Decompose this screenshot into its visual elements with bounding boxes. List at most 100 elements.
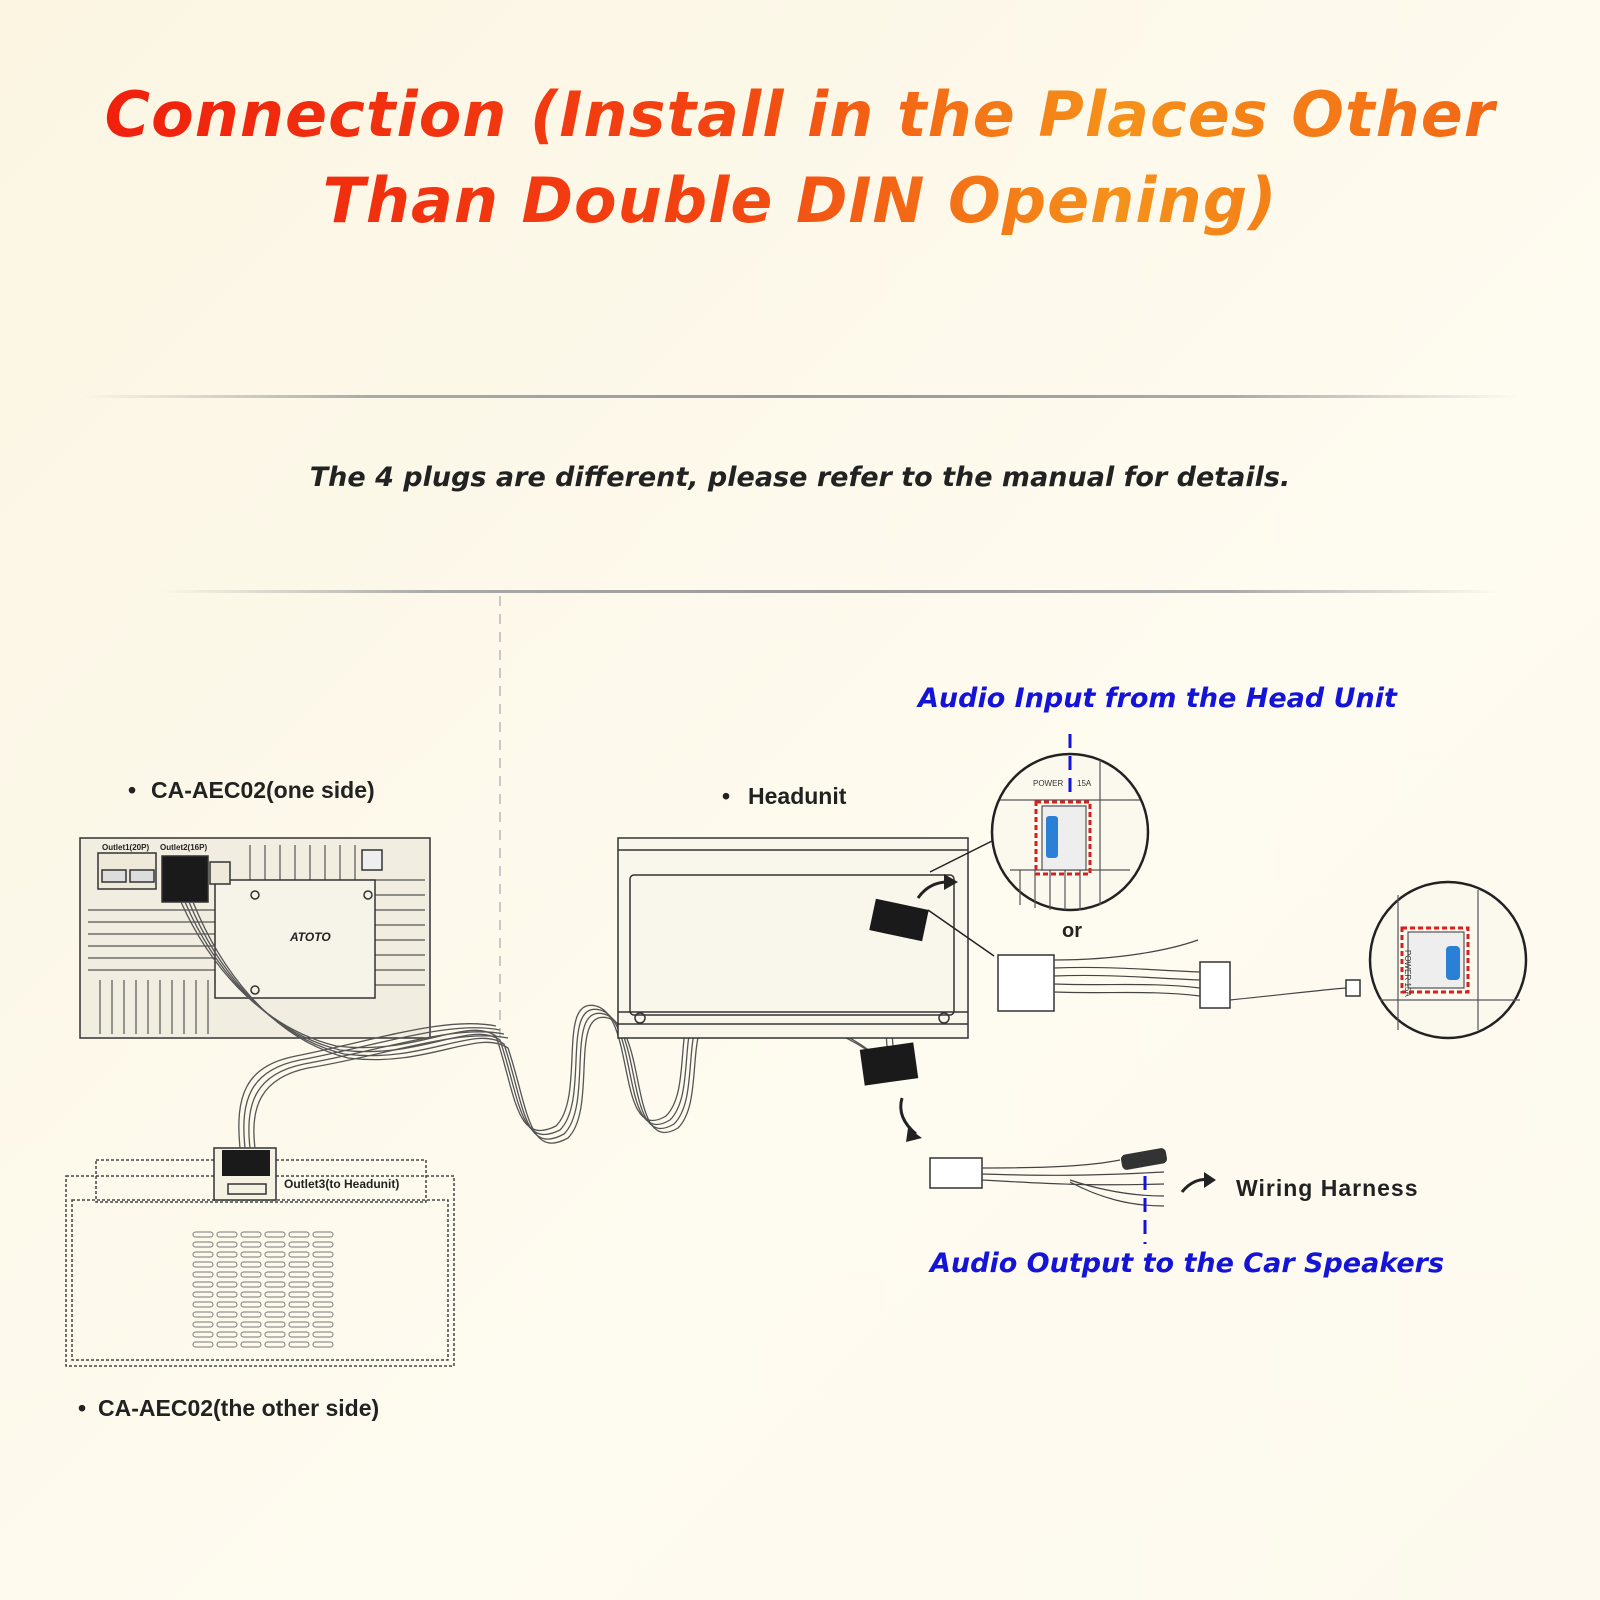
label-outlet1: Outlet1(20P) (102, 843, 150, 852)
vent-slot (192, 1261, 214, 1268)
vent-slot (312, 1291, 334, 1298)
vent-grid (192, 1231, 334, 1348)
vent-slot (216, 1231, 238, 1238)
vent-slot (240, 1301, 262, 1308)
vent-slot (264, 1281, 286, 1288)
vent-slot (288, 1321, 310, 1328)
vent-slot (288, 1281, 310, 1288)
vent-slot (192, 1321, 214, 1328)
vent-slot (216, 1241, 238, 1248)
vent-slot (216, 1271, 238, 1278)
outlet3-connector (213, 1147, 277, 1201)
vent-slot (312, 1341, 334, 1348)
vent-slot (240, 1251, 262, 1258)
label-power-vertical: POWER 15A (1403, 950, 1412, 997)
vent-slot (216, 1331, 238, 1338)
vent-slot (312, 1301, 334, 1308)
vent-slot (288, 1231, 310, 1238)
label-outlet2: Outlet2(16P) (160, 843, 208, 852)
callout-lines (1068, 734, 1147, 1244)
page-title-line1: Connection (Install in the Places Other (0, 72, 1600, 158)
label-headunit: Headunit (748, 783, 847, 809)
vent-slot (264, 1311, 286, 1318)
page-title-line2: Than Double DIN Opening) (0, 158, 1600, 244)
vent-slot (192, 1241, 214, 1248)
vent-slot (240, 1311, 262, 1318)
vent-slot (240, 1241, 262, 1248)
vent-slot (312, 1311, 334, 1318)
divider-top (80, 395, 1520, 398)
magnifier-socket-1 (990, 752, 1150, 912)
label-fuse: 15A (1077, 779, 1092, 788)
vent-slot (312, 1321, 334, 1328)
brand-logo: ATOTO (290, 930, 331, 944)
vent-slot (240, 1331, 262, 1338)
vent-slot (240, 1271, 262, 1278)
vent-slot (216, 1321, 238, 1328)
vent-slot (264, 1271, 286, 1278)
vent-slot (192, 1271, 214, 1278)
vent-slot (240, 1261, 262, 1268)
vent-slot (264, 1331, 286, 1338)
vent-slot (288, 1331, 310, 1338)
vent-slot (288, 1251, 310, 1258)
vent-slot (264, 1251, 286, 1258)
vent-slot (216, 1281, 238, 1288)
vent-slot (312, 1271, 334, 1278)
alt-harness (997, 939, 1361, 1012)
vent-slot (216, 1301, 238, 1308)
vent-slot (312, 1331, 334, 1338)
headunit-plug-bottom (859, 1042, 919, 1086)
magnifier-socket-2 (1368, 880, 1528, 1040)
bullet-other-side: • (78, 1395, 87, 1421)
vent-slot (264, 1341, 286, 1348)
vent-slot (288, 1311, 310, 1318)
vent-slot (288, 1301, 310, 1308)
label-or: or (1062, 920, 1082, 942)
bullet-one-side: • (128, 777, 137, 803)
vent-slot (312, 1241, 334, 1248)
label-power: POWER (1033, 779, 1064, 788)
vent-slot (192, 1341, 214, 1348)
label-outlet3: Outlet3(to Headunit) (284, 1177, 400, 1191)
divider-bottom (160, 590, 1500, 593)
amplifier-one-side (79, 837, 431, 1039)
vent-slot (264, 1291, 286, 1298)
vent-slot (240, 1281, 262, 1288)
instruction-note: The 4 plugs are different, please refer … (309, 462, 1291, 493)
vent-slot (264, 1241, 286, 1248)
vent-slot (216, 1251, 238, 1258)
vent-slot (264, 1231, 286, 1238)
vent-slot (192, 1231, 214, 1238)
vent-slot (312, 1251, 334, 1258)
vent-slot (312, 1261, 334, 1268)
vent-slot (240, 1341, 262, 1348)
vent-slot (216, 1311, 238, 1318)
vent-slot (264, 1321, 286, 1328)
vent-slot (288, 1241, 310, 1248)
label-wiring-harness: Wiring Harness (1236, 1175, 1419, 1201)
vent-slot (312, 1231, 334, 1238)
vent-slot (216, 1341, 238, 1348)
vent-slot (288, 1291, 310, 1298)
vent-slot (288, 1341, 310, 1348)
callout-audio-output: Audio Output to the Car Speakers (930, 1248, 1445, 1279)
wiring-harness (929, 1148, 1167, 1207)
label-one-side: CA-AEC02(one side) (151, 777, 375, 803)
vent-slot (288, 1271, 310, 1278)
vent-slot (240, 1231, 262, 1238)
vent-slot (192, 1251, 214, 1258)
vent-slot (216, 1291, 238, 1298)
vent-slot (240, 1321, 262, 1328)
vent-slot (264, 1301, 286, 1308)
vent-slot (240, 1291, 262, 1298)
vent-slot (192, 1331, 214, 1338)
bullet-headunit: • (722, 783, 731, 809)
vent-slot (192, 1301, 214, 1308)
vent-slot (192, 1291, 214, 1298)
label-other-side: CA-AEC02(the other side) (98, 1395, 380, 1421)
vent-slot (216, 1261, 238, 1268)
vent-slot (288, 1261, 310, 1268)
